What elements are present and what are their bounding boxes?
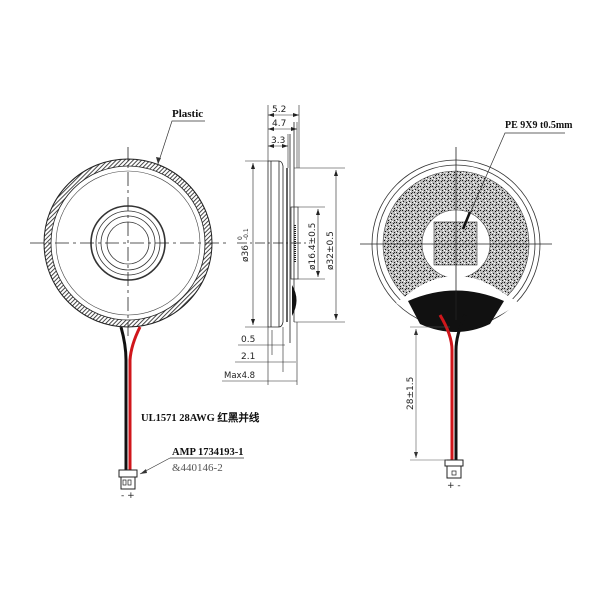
connector (118, 469, 138, 490)
dim-dia-inner: ø32±0.5 (326, 231, 336, 270)
dim-3-3: 3.3 (271, 136, 285, 146)
dim-dia-outer-tol-lower: -0.1 (243, 228, 250, 240)
dim-max-4-8: Max4.8 (224, 371, 255, 381)
pad-label: PE 9X9 t0.5mm (505, 120, 573, 131)
pe-pad (433, 221, 478, 266)
dim-4-7: 4.7 (272, 119, 286, 129)
wire-spec: UL1571 28AWG 红黑并线 (141, 411, 260, 424)
dim-dia-outer-tol-upper: 0 (237, 236, 244, 240)
dim-lead-length: 28±1.5 (406, 377, 416, 410)
dim-2-1: 2.1 (241, 352, 255, 362)
black-wire-back (454, 314, 467, 460)
dim-5-2: 5.2 (272, 105, 286, 115)
back-polarity: + - (447, 481, 461, 491)
connector-alt-part: &440146-2 (172, 462, 223, 474)
red-wire (128, 326, 142, 470)
dim-dia-magnet: ø16.4±0.5 (308, 223, 318, 270)
dim-0-5: 0.5 (241, 335, 255, 345)
black-wire (119, 326, 128, 470)
dim-dia-outer: ø36 (241, 245, 251, 262)
front-polarity: - + (121, 491, 135, 501)
material-label: Plastic (172, 108, 203, 120)
dimension-arrows (251, 113, 338, 325)
front-view: Plastic - + (30, 108, 228, 501)
red-wire-back (438, 314, 454, 460)
back-view: PE 9X9 t0.5mm + - (360, 120, 573, 491)
connector-part: AMP 1734193-1 (172, 447, 243, 458)
